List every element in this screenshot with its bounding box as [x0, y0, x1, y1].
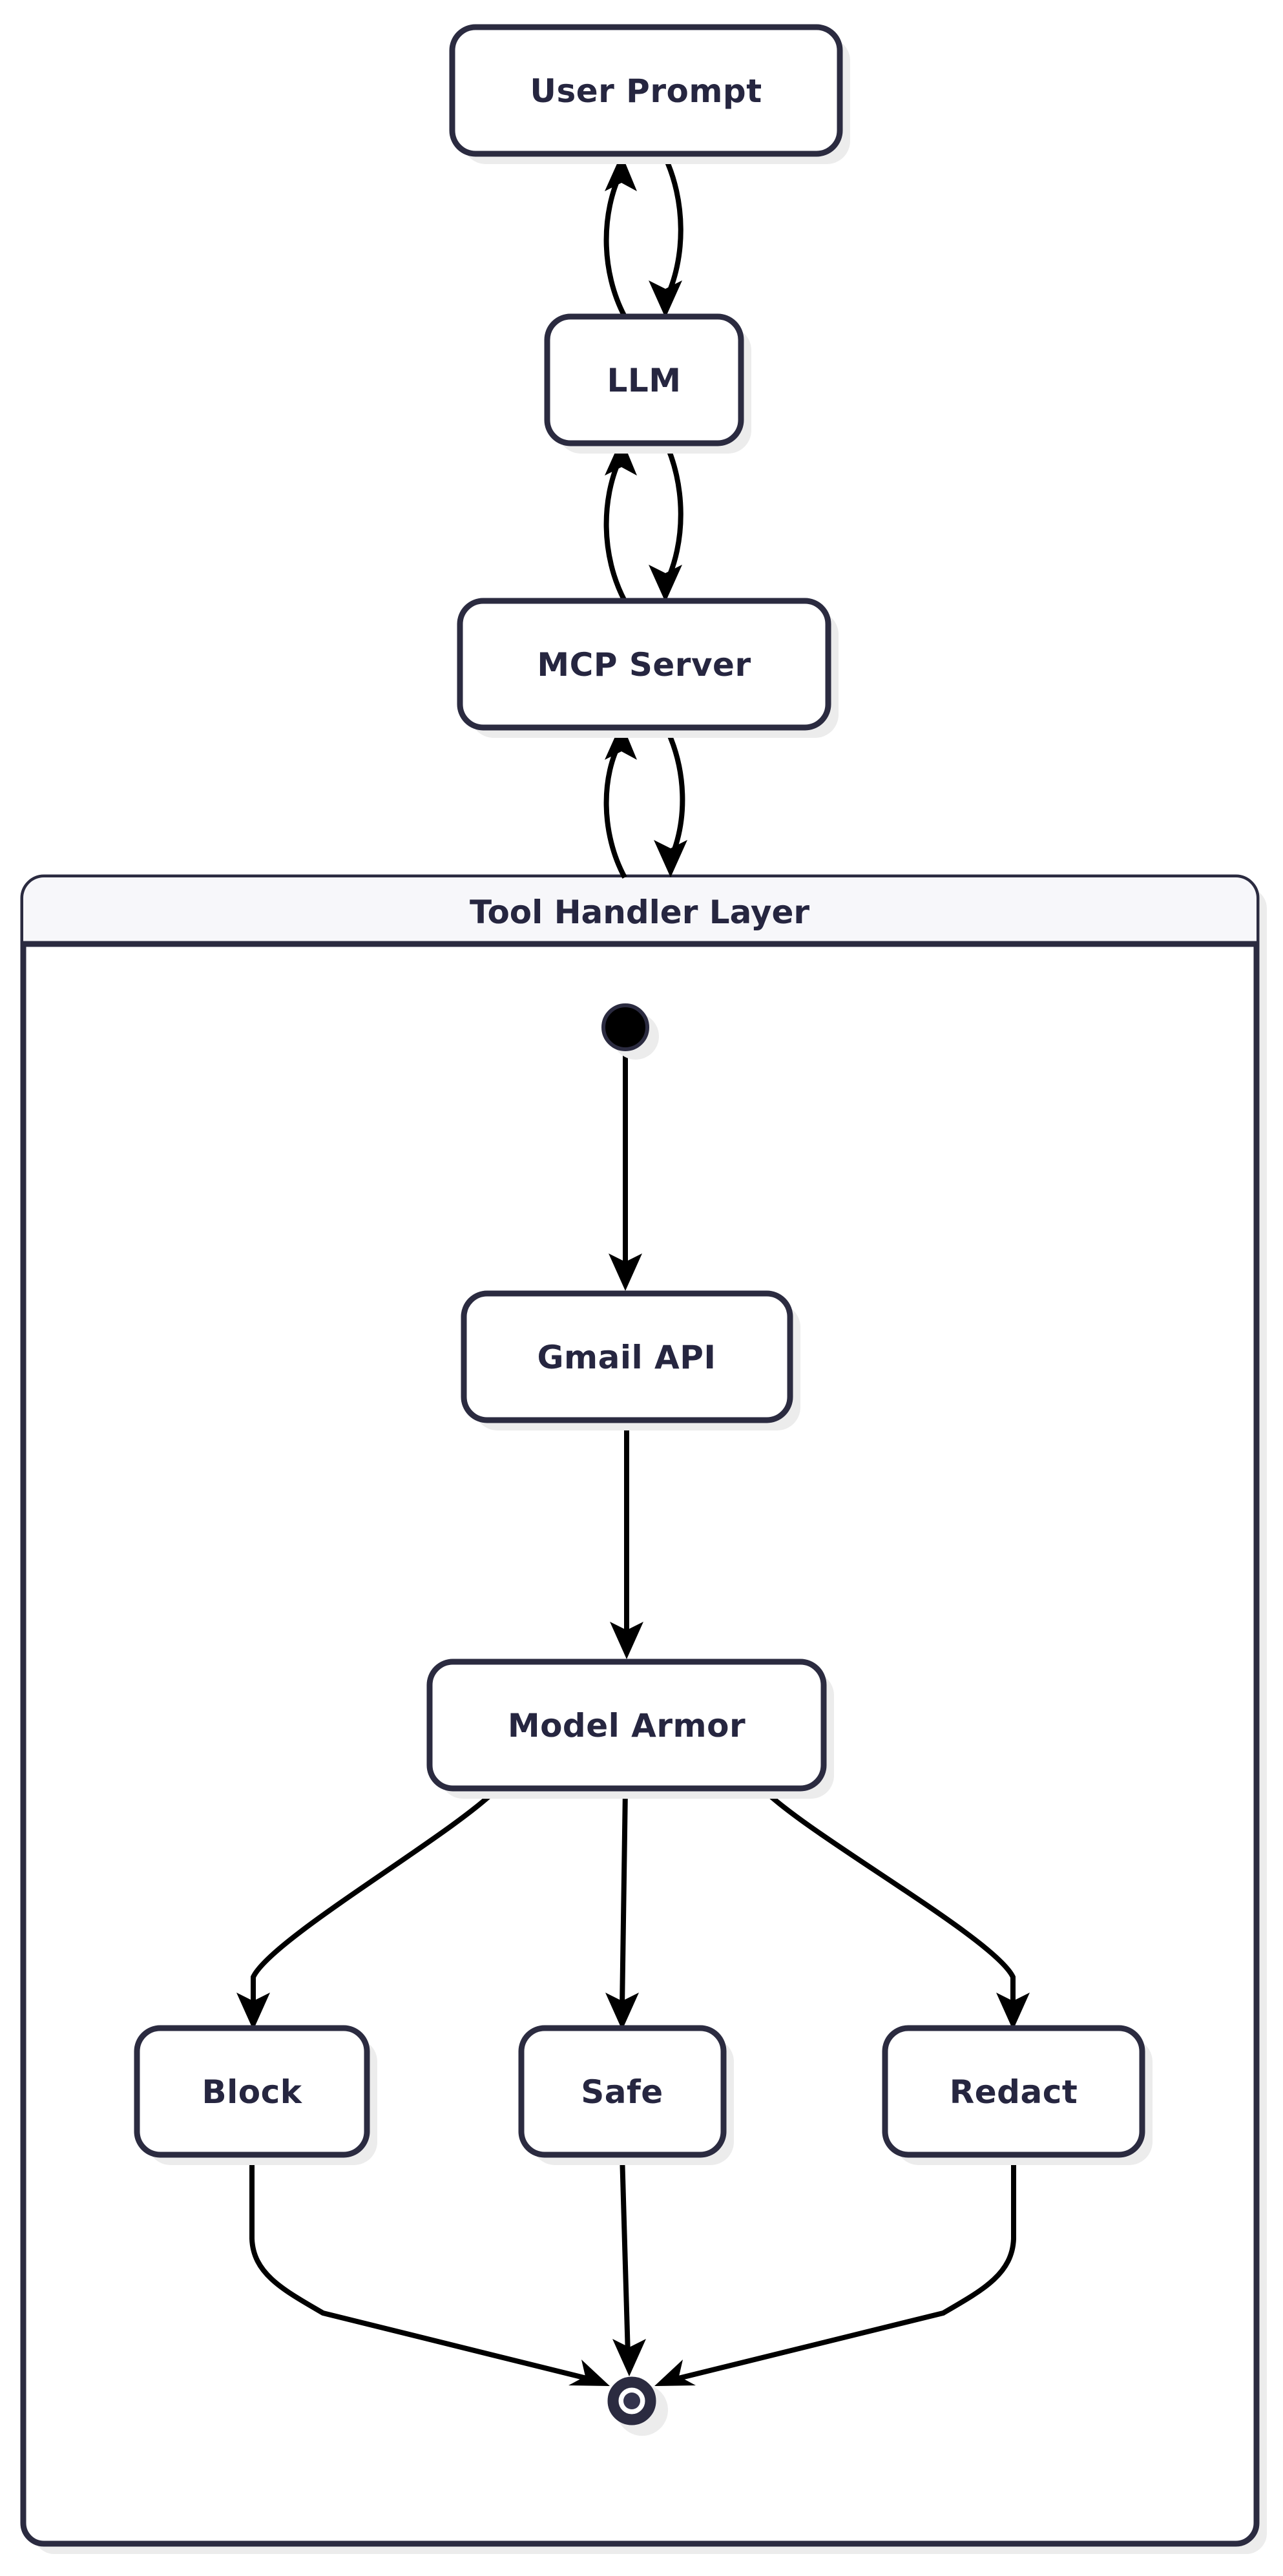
edge-path-layer-mcp	[603, 738, 627, 879]
edge-path-model-armor-block	[251, 1786, 499, 2008]
node-redact-box	[882, 2025, 1145, 2158]
edge-path-block-end	[249, 2155, 590, 2382]
node-user-prompt[interactable]: User Prompt	[449, 24, 850, 164]
cluster-title-band	[23, 877, 1257, 944]
node-model-armor[interactable]: Model Armor	[426, 1659, 834, 1799]
node-gmail-api-label: Gmail API	[537, 1339, 716, 1376]
edge-block-to-end	[249, 2155, 610, 2386]
node-mcp-server[interactable]: MCP Server	[457, 598, 839, 738]
node-llm-box	[544, 313, 744, 446]
edge-start-to-gmail-api	[609, 1049, 642, 1291]
node-llm[interactable]: LLM	[544, 313, 751, 454]
node-end[interactable]	[607, 2376, 668, 2436]
edge-redact-to-end	[654, 2155, 1016, 2386]
edge-llm-to-mcp	[649, 438, 683, 602]
node-block[interactable]: Block	[134, 2025, 377, 2165]
node-model-armor-box	[426, 1659, 827, 1792]
edge-layer-to-mcp	[603, 722, 637, 879]
node-safe-box	[518, 2025, 727, 2158]
edge-path-mcp-layer	[662, 722, 685, 861]
node-redact[interactable]: Redact	[882, 2025, 1153, 2165]
arrowhead-safe	[605, 1993, 639, 2030]
node-mcp-server-box	[457, 598, 831, 731]
edge-path-llm-user-prompt	[603, 170, 627, 318]
arrowhead-down-layer	[654, 840, 687, 877]
node-block-label: Block	[202, 2073, 303, 2111]
edge-path-safe-end	[620, 2154, 631, 2356]
edge-mcp-to-layer	[654, 722, 687, 877]
arrowhead-up-user-prompt	[605, 154, 637, 191]
arrowhead-end-from-block	[568, 2360, 610, 2386]
node-start[interactable]	[601, 1003, 659, 1060]
arrowhead-model-armor	[610, 1622, 643, 1659]
arrowhead-redact	[996, 1993, 1030, 2030]
edge-path-model-armor-redact	[760, 1786, 1016, 2008]
node-start-circle	[601, 1003, 649, 1051]
arrowhead-block	[236, 1993, 270, 2030]
node-safe[interactable]: Safe	[518, 2025, 734, 2165]
arrowhead-up-llm	[605, 438, 637, 476]
arrowhead-end-from-safe	[612, 2339, 646, 2376]
arrowhead-end-from-redact	[654, 2360, 696, 2386]
edge-model-armor-to-redact	[760, 1786, 1030, 2030]
edge-path-model-armor-safe	[620, 1788, 628, 2009]
node-llm-label: LLM	[607, 362, 682, 399]
edge-path-mcp-llm	[603, 454, 627, 602]
node-gmail-api-box	[461, 1290, 793, 1423]
edge-path-redact-end	[675, 2155, 1016, 2382]
cluster-title-label: Tool Handler Layer	[470, 894, 809, 931]
arrowhead-up-mcp	[605, 722, 637, 760]
node-model-armor-label: Model Armor	[508, 1707, 746, 1744]
edge-gmail-api-to-model-armor	[610, 1420, 643, 1659]
node-mcp-server-label: MCP Server	[537, 646, 751, 684]
node-user-prompt-label: User Prompt	[530, 72, 762, 110]
node-gmail-api[interactable]: Gmail API	[461, 1290, 800, 1430]
node-redact-label: Redact	[950, 2073, 1078, 2111]
edge-path-llm-mcp	[662, 438, 683, 586]
arrowhead-down-llm	[649, 280, 682, 318]
node-end-inner-dot	[623, 2393, 640, 2409]
node-user-prompt-box	[449, 24, 843, 157]
edge-mcp-to-llm	[603, 438, 637, 602]
node-safe-label: Safe	[581, 2073, 663, 2111]
edge-model-armor-to-safe	[605, 1788, 639, 2030]
edge-llm-to-user-prompt	[603, 154, 637, 318]
arrowhead-down-mcp	[649, 565, 682, 602]
edge-safe-to-end	[612, 2154, 646, 2376]
edge-model-armor-to-block	[236, 1786, 499, 2030]
edge-path-user-prompt-llm	[662, 154, 683, 302]
node-block-box	[134, 2025, 370, 2158]
arrowhead-gmail-api	[609, 1253, 642, 1291]
edge-user-prompt-to-llm	[649, 154, 683, 318]
